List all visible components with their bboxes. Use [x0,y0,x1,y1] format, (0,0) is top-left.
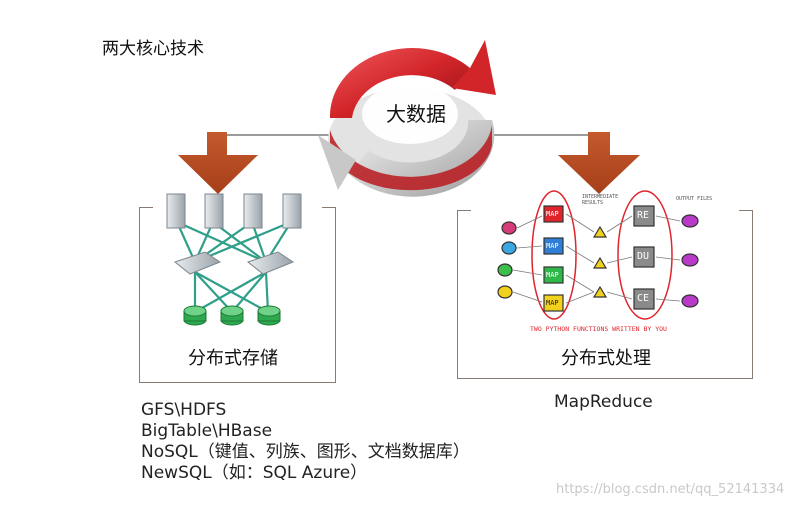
storage-technology: NoSQL（键值、列族、图形、文档数据库） [141,442,470,462]
processing-box [457,210,753,379]
map-label: MAP [546,271,559,279]
page-title: 两大核心技术 [102,39,204,59]
reduce-label: DU [637,251,650,262]
hub-label: 大数据 [386,102,446,126]
mapreduce-sketch [497,190,699,320]
big-data-ring [318,40,496,197]
storage-technology: GFS\HDFS [141,400,227,420]
map-label: MAP [546,210,559,218]
reduce-label: RE [637,210,650,221]
storage-label: 分布式存储 [188,348,278,369]
processing-label: 分布式处理 [561,348,651,369]
storage-network-graphic [166,193,302,326]
output-files-label: OUTPUT FILES [676,196,713,202]
processing-technology: MapReduce [554,392,653,412]
map-label: MAP [546,299,559,307]
storage-technology-list: GFS\HDFS BigTable\HBase NoSQL（键值、列族、图形、文… [141,400,470,484]
down-arrow-right [558,132,640,194]
down-arrow-left [178,132,258,194]
reduce-label: CE [637,293,650,304]
storage-box [139,207,336,383]
watermark: https://blog.csdn.net/qq_52141334 [556,482,785,497]
map-label: MAP [546,242,559,250]
storage-technology: NewSQL（如：SQL Azure） [141,463,368,483]
sketch-caption: TWO PYTHON FUNCTIONS WRITTEN BY YOU [530,325,667,333]
intermediate-results-label: INTERMEDIATE RESULTS [582,194,619,206]
storage-technology: BigTable\HBase [141,421,273,441]
